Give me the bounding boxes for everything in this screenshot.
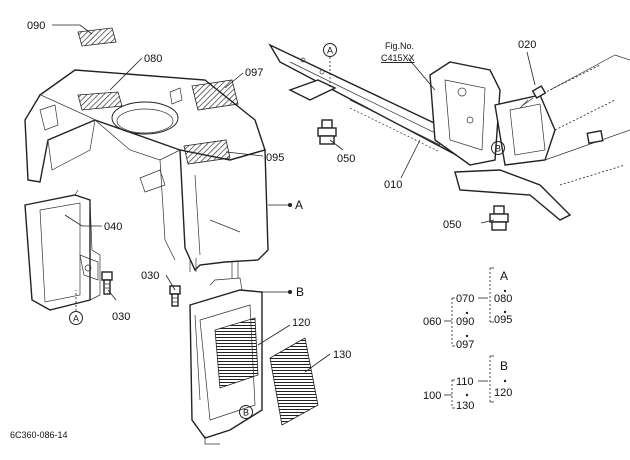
part-label-050-lower: 050 — [443, 219, 461, 231]
bolt-050-lower — [489, 205, 509, 231]
frame-upright-plate — [429, 54, 630, 186]
part-label-130: 130 — [333, 349, 351, 361]
legend-095: 095 — [494, 314, 512, 326]
legend-090: 090 — [456, 316, 474, 328]
label-120-sticker — [214, 317, 259, 389]
svg-text:A: A — [327, 46, 333, 56]
arrow-dot-b — [288, 290, 292, 294]
part-label-040: 040 — [104, 221, 122, 233]
ref-circle-a-top: A — [323, 43, 337, 88]
part-label-020: 020 — [518, 39, 536, 51]
part-label-090: 090 — [27, 20, 45, 32]
part-label-010: 010 — [384, 179, 402, 191]
ref-label-b: B — [296, 285, 304, 299]
svg-text:A: A — [73, 314, 79, 324]
bolt-030-middle — [169, 285, 181, 307]
part-label-080: 080 — [144, 53, 162, 65]
legend-120: 120 — [494, 387, 512, 399]
fig-no-label: Fig.No. — [385, 41, 414, 51]
bolt-050-upper — [317, 119, 337, 145]
part-label-030-middle: 030 — [141, 270, 159, 282]
part-label-097: 097 — [245, 67, 263, 79]
part-label-050-upper: 050 — [337, 153, 355, 165]
frame-square-plate — [586, 130, 604, 144]
legend-group-060: 060 070 090 097 A 080 095 — [423, 267, 512, 351]
legend-110: 110 — [456, 376, 474, 388]
label-080-sticker — [77, 91, 123, 111]
legend-097: 097 — [456, 339, 474, 351]
legend-130: 130 — [456, 400, 474, 412]
arrow-dot-a — [288, 203, 292, 207]
legend-060: 060 — [423, 316, 441, 328]
part-label-030-left: 030 — [112, 311, 130, 323]
leader-lines — [52, 24, 536, 373]
label-090-sticker — [77, 27, 117, 47]
legend-group-100: 100 110 130 B 120 — [423, 355, 512, 412]
ref-circle-b-bottom: B — [239, 405, 253, 419]
legend-070: 070 — [456, 293, 474, 305]
drawing-code: 6C360-086-14 — [10, 430, 68, 440]
label-095-sticker — [183, 139, 231, 165]
ref-label-a: A — [295, 198, 303, 212]
label-097-sticker — [191, 79, 239, 111]
svg-text:B: B — [495, 144, 501, 154]
part-label-095: 095 — [266, 152, 284, 164]
fig-no-value: C415XX — [381, 53, 415, 63]
part-label-120: 120 — [292, 317, 310, 329]
legend-080: 080 — [494, 293, 512, 305]
legend-100: 100 — [423, 390, 441, 402]
label-130-sticker — [269, 337, 319, 426]
side-panel-040 — [24, 189, 101, 311]
bolt-020 — [519, 85, 547, 109]
bolt-030-left — [101, 271, 113, 295]
svg-text:B: B — [243, 408, 249, 418]
legend-ref-a: A — [500, 269, 508, 283]
ref-circle-b-right: B — [491, 141, 505, 155]
legend-ref-b: B — [500, 359, 508, 373]
ref-circle-a-bottom: A — [69, 290, 83, 325]
